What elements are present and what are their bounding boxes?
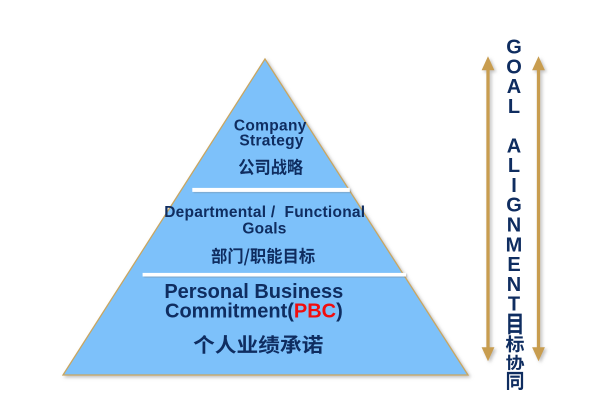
svg-text:Departmental / Functional: Departmental / Functional — [164, 204, 365, 221]
svg-text:M: M — [506, 234, 523, 256]
svg-text:Personal Business: Personal Business — [164, 281, 343, 303]
svg-text:N: N — [507, 274, 521, 296]
svg-text:G: G — [506, 37, 522, 59]
svg-text:N: N — [507, 215, 521, 237]
svg-text:E: E — [507, 254, 520, 276]
svg-text:Goals: Goals — [242, 220, 286, 237]
svg-text:L: L — [508, 155, 520, 177]
svg-text:A: A — [507, 135, 521, 157]
svg-text:Commitment(PBC): Commitment(PBC) — [165, 301, 343, 323]
svg-text:Company: Company — [234, 118, 307, 135]
svg-text:T: T — [508, 294, 520, 316]
svg-text:Strategy: Strategy — [239, 132, 304, 149]
svg-text:L: L — [508, 96, 520, 118]
svg-text:A: A — [507, 76, 521, 98]
svg-text:G: G — [506, 195, 522, 217]
svg-text:O: O — [506, 56, 522, 78]
svg-text:I: I — [511, 175, 517, 197]
